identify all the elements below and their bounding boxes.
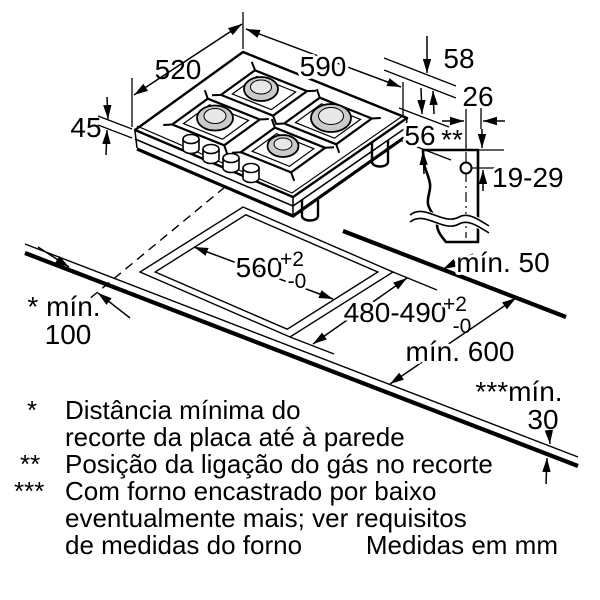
footnote-marker: *** xyxy=(14,476,44,506)
dim-arrow xyxy=(97,292,131,319)
dim-arrow xyxy=(417,87,426,115)
knob-top xyxy=(242,162,260,174)
worktop-front-edge-top xyxy=(24,243,579,458)
gas-position-marker: ** xyxy=(441,124,463,155)
footnote-text: eventualmente mais; ver requisitos xyxy=(65,503,467,533)
grate-prong xyxy=(231,151,241,154)
ext-line xyxy=(398,139,452,161)
ext-line xyxy=(97,124,133,139)
worktop-front-edge-bottom xyxy=(24,251,579,468)
dim-line-520 xyxy=(133,23,243,96)
clearance-wall-label-line2: 100 xyxy=(45,319,92,350)
gas-connection-detail: 26 ** 19-29 xyxy=(406,78,567,244)
burner-left xyxy=(163,89,269,155)
burner-cap-top xyxy=(273,137,293,151)
ext-line xyxy=(383,69,457,99)
footnotes: * Distância mínima do recorte da placa a… xyxy=(14,395,558,560)
grate-prong xyxy=(272,115,278,125)
projection-dashed-line xyxy=(87,186,226,301)
pan-support-frame xyxy=(283,96,373,146)
burner-cap-top xyxy=(318,107,344,125)
footnote-marker: ** xyxy=(20,449,40,479)
clearance-below-label-line1: ***mín. xyxy=(475,376,562,407)
footnote-text: recorte da placa até à parede xyxy=(65,422,405,452)
dimensions: 520 590 58 45 56 560 +2 -0 480-490 +2 -0 xyxy=(27,12,563,485)
grate-prong xyxy=(275,122,285,125)
grate-prong xyxy=(335,143,341,154)
grate-prong xyxy=(315,88,321,99)
cutout-inner xyxy=(153,214,380,330)
dim-hob-width-label: 590 xyxy=(300,51,347,82)
dim-gas-offset-label: 26 xyxy=(462,81,493,112)
grate-prong xyxy=(259,118,269,121)
grate-prong xyxy=(371,117,381,120)
grate-prong xyxy=(163,123,173,126)
dim-cutout-depth-label: 480-490 xyxy=(344,297,447,328)
footnote-text: Distância mínima do xyxy=(65,395,301,425)
cutout-width-tol-plus: +2 xyxy=(280,248,304,271)
dim-arrow xyxy=(37,246,70,268)
pan-support-frame xyxy=(171,97,261,147)
dim-grate-height-label: 58 xyxy=(443,43,474,74)
pan-support-inner xyxy=(182,104,250,140)
footnote-text: de medidas do forno xyxy=(65,530,302,560)
grate-prong xyxy=(223,144,229,155)
ext-line xyxy=(383,57,457,87)
knob-top xyxy=(222,152,240,164)
burner-right xyxy=(275,88,381,154)
burner-front xyxy=(231,118,335,182)
dim-arrow xyxy=(544,429,554,445)
burner-cap-top xyxy=(250,79,272,95)
ext-line xyxy=(392,271,438,291)
clearance-below-label-line2: 30 xyxy=(527,404,558,435)
control-knobs xyxy=(182,133,260,184)
break-wave xyxy=(409,210,490,227)
clearance-rear-label: mín. 50 xyxy=(456,247,549,278)
burner-cap-top xyxy=(203,108,227,124)
break-mask xyxy=(406,209,492,234)
footnote-marker: * xyxy=(27,395,37,425)
dim-arrow xyxy=(102,129,111,156)
dim-arrow xyxy=(442,253,474,270)
footnote-text: Posição da ligação do gás no recorte xyxy=(65,449,493,479)
cutout-width-tol-minus: -0 xyxy=(288,270,307,293)
knob-top xyxy=(202,143,220,155)
ext-line xyxy=(289,336,335,355)
hob-left-corner-edge xyxy=(134,130,138,149)
footnote-text: Com forno encastrado por baixo xyxy=(65,476,436,506)
pan-support-inner xyxy=(250,133,316,167)
clearance-wall-label-line1: * mín. xyxy=(27,291,100,322)
worktop-back-edge xyxy=(342,229,567,319)
units-note: Medidas em mm xyxy=(366,530,558,560)
ext-line xyxy=(398,107,450,128)
dim-arrow xyxy=(542,457,551,485)
dim-body-height-label: 56 xyxy=(404,120,435,151)
dim-hob-depth-label: 520 xyxy=(155,54,202,85)
dim-gas-depth-label: 19-29 xyxy=(492,162,564,193)
clearance-worktop-depth-label: mín. 600 xyxy=(406,336,515,367)
hob-right-corner-edge xyxy=(404,118,408,137)
dim-line-600 xyxy=(389,297,517,385)
dim-cutout-width-label: 560 xyxy=(236,252,283,283)
dim-body-front-height-label: 45 xyxy=(70,112,101,143)
grate-prong xyxy=(325,146,335,149)
knob-top xyxy=(182,133,200,145)
grate-prong xyxy=(270,118,276,128)
dim-line-560 xyxy=(193,246,334,300)
dim-line-480-490 xyxy=(312,277,408,345)
gas-connection-hole xyxy=(459,161,473,175)
dim-arrow xyxy=(103,96,112,120)
dim-line-590 xyxy=(245,28,402,88)
break-wave xyxy=(409,217,490,234)
pan-support-frame xyxy=(239,126,327,174)
cutout-depth-tol-plus: +2 xyxy=(443,293,467,316)
dim-arrow xyxy=(419,150,428,175)
grate-prong xyxy=(290,172,296,182)
dim-arrow xyxy=(429,90,438,115)
